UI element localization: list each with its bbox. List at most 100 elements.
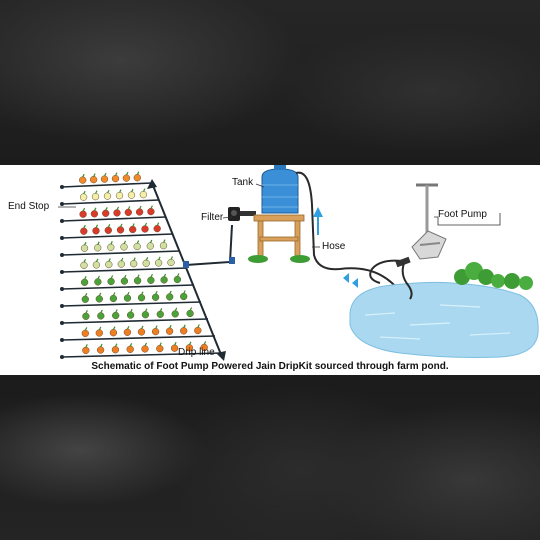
plant-stem bbox=[150, 274, 153, 278]
plant bbox=[105, 260, 113, 269]
plant bbox=[141, 225, 149, 233]
diagram-caption: Schematic of Foot Pump Powered Jain Drip… bbox=[91, 361, 449, 372]
farm-pond bbox=[349, 281, 539, 358]
plant-stem bbox=[114, 172, 118, 176]
plant-stem bbox=[158, 256, 161, 261]
tank-stand bbox=[248, 214, 310, 263]
plant-stem bbox=[115, 309, 118, 313]
plant-stem bbox=[106, 189, 110, 194]
foot-pump-leader bbox=[434, 213, 501, 226]
plant bbox=[80, 261, 88, 269]
drip-lateral-line bbox=[61, 352, 223, 358]
plant-stem bbox=[174, 307, 178, 312]
end-stop-cap bbox=[60, 202, 64, 206]
label-drip-line: Drip line bbox=[178, 347, 215, 358]
plant bbox=[80, 278, 89, 286]
plant bbox=[159, 241, 168, 250]
label-foot-pump: Foot Pump bbox=[438, 209, 487, 220]
plant bbox=[120, 277, 129, 285]
plant-stem bbox=[84, 293, 88, 297]
plant-stem bbox=[100, 343, 103, 348]
plant bbox=[165, 327, 174, 335]
plant-stem bbox=[150, 205, 153, 209]
plant-stem bbox=[82, 207, 86, 212]
plant-stem bbox=[130, 188, 134, 193]
plant-stem bbox=[98, 326, 102, 331]
plant bbox=[91, 192, 100, 201]
plant bbox=[137, 328, 146, 336]
plant bbox=[113, 209, 121, 217]
hose bbox=[295, 171, 411, 298]
drip-lateral-line bbox=[61, 335, 216, 341]
plant bbox=[107, 277, 115, 286]
flow-arrow-left bbox=[352, 278, 358, 288]
plant-stem bbox=[83, 259, 87, 263]
plant-stem bbox=[95, 224, 99, 229]
drip-lateral-line bbox=[61, 216, 167, 222]
plant bbox=[151, 327, 160, 336]
drip-lateral-line bbox=[61, 182, 153, 188]
plant-stem bbox=[144, 308, 148, 312]
plant-stem bbox=[83, 224, 86, 229]
plant bbox=[171, 310, 179, 318]
plant bbox=[79, 193, 88, 201]
plant-stem bbox=[119, 223, 123, 228]
connector bbox=[183, 261, 189, 268]
schematic-panel: End Stop Tank Filter Hose Foot Pump Drip… bbox=[0, 165, 540, 375]
plant bbox=[96, 346, 105, 354]
hose-loop bbox=[369, 259, 403, 284]
plant bbox=[156, 310, 164, 318]
drip-lateral-line bbox=[61, 233, 174, 239]
plant-stem bbox=[94, 190, 98, 194]
plant bbox=[92, 261, 101, 269]
pipe-end-arrow-top bbox=[147, 179, 157, 189]
plant bbox=[79, 210, 87, 218]
plant-stem bbox=[145, 257, 149, 261]
plant-stem bbox=[188, 341, 192, 346]
plant-stem bbox=[118, 189, 122, 193]
plant bbox=[129, 225, 137, 234]
plant bbox=[133, 277, 142, 285]
water-tank bbox=[261, 165, 299, 214]
plant-stem bbox=[83, 241, 87, 246]
plant bbox=[170, 344, 179, 352]
plant-stem bbox=[155, 325, 158, 329]
foot-pump bbox=[395, 183, 447, 300]
end-stop-cap bbox=[60, 338, 64, 342]
plant bbox=[123, 294, 132, 302]
drip-laterals bbox=[60, 182, 223, 359]
plant bbox=[160, 276, 168, 284]
plant-stem bbox=[203, 341, 207, 345]
end-stop-cap bbox=[60, 287, 64, 291]
plant bbox=[102, 209, 110, 217]
flow-arrow-up-head bbox=[313, 207, 323, 217]
plant-stem bbox=[144, 222, 148, 227]
plant bbox=[115, 191, 124, 200]
plant bbox=[141, 311, 150, 319]
plant bbox=[127, 191, 136, 199]
plant-stem bbox=[123, 274, 127, 279]
plant bbox=[92, 227, 100, 235]
plant-stem bbox=[97, 241, 100, 246]
plant bbox=[95, 329, 103, 337]
plant bbox=[104, 226, 112, 234]
plant-stem bbox=[97, 275, 100, 280]
plant-stem bbox=[159, 342, 162, 346]
plant bbox=[151, 293, 160, 301]
plant bbox=[112, 311, 120, 320]
connector bbox=[229, 257, 235, 264]
plant bbox=[147, 276, 155, 284]
plant bbox=[103, 192, 112, 200]
plant bbox=[80, 227, 88, 235]
plant bbox=[180, 327, 188, 335]
label-hose: Hose bbox=[322, 241, 346, 252]
drip-lateral-line bbox=[61, 267, 188, 273]
plant-stem bbox=[139, 205, 142, 210]
tank-leader bbox=[255, 183, 265, 188]
plant bbox=[111, 346, 120, 354]
plant-stem bbox=[144, 342, 148, 347]
plant-stem bbox=[162, 239, 166, 243]
plant-stem bbox=[169, 324, 172, 329]
plant bbox=[186, 309, 194, 318]
end-stop-cap bbox=[60, 236, 64, 240]
